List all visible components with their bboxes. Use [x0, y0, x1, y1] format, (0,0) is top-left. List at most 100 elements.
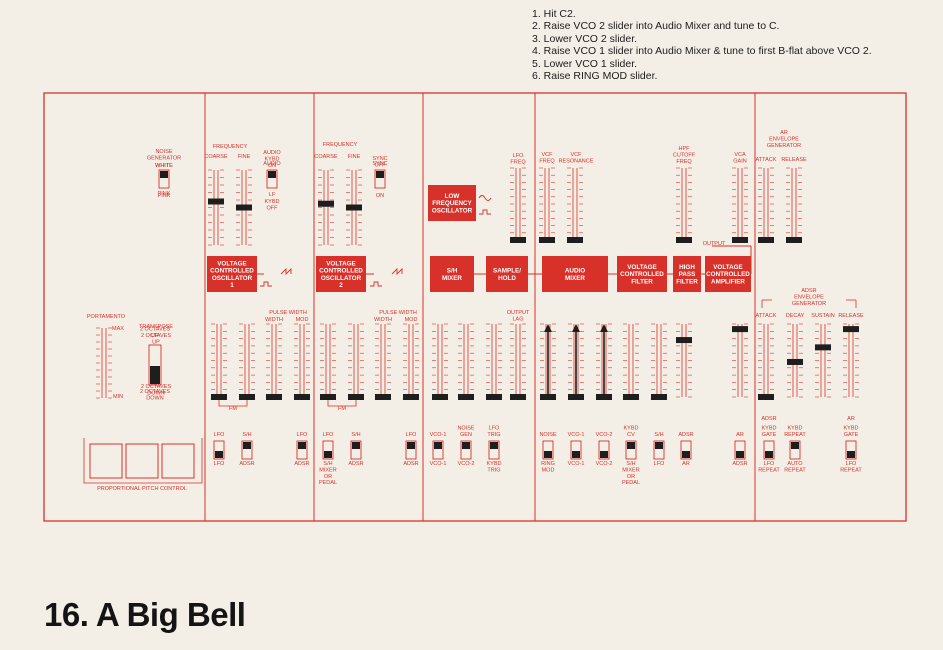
slider-vca-env: [732, 323, 748, 398]
switch-handle: [376, 171, 384, 178]
switch-label-bottom: OR: [627, 474, 635, 480]
switch-body: [296, 440, 308, 460]
slider-vcf-sh: [651, 323, 667, 400]
vca-block: [705, 256, 751, 292]
switch-label-top: LFO: [297, 432, 308, 438]
audio-kybd-label: AUDIO: [263, 150, 281, 156]
switch-label-bottom: AUTO: [787, 461, 803, 467]
switch-vca-env-sel: [734, 440, 746, 460]
switch-sh-b: [460, 440, 472, 460]
switch-label-bottom: LFO: [214, 461, 225, 467]
switch-handle: [462, 442, 470, 449]
switch-body: [241, 440, 253, 460]
slider-knob: [486, 394, 502, 400]
switch-label-bottom: AR: [682, 461, 690, 467]
audio-kybd-label: KYBD: [265, 156, 280, 162]
decay-label: DECAY: [786, 313, 805, 319]
slider-vco2-fine: [346, 169, 362, 246]
switch-label-bottom: LFO: [654, 461, 665, 467]
slider-knob: [510, 394, 526, 400]
white-label: WHITE: [155, 163, 173, 169]
frequency-label: FREQUENCY: [213, 144, 248, 150]
vcf-freq-label: VCF: [542, 152, 554, 158]
square-wave-icon: [260, 281, 272, 287]
switch-body: [734, 440, 746, 460]
step-4: 4. Raise VCO 1 slider into Audio Mixer &…: [532, 45, 872, 58]
switch-vcf-c: [680, 440, 692, 460]
ar-envelope-label: AR: [780, 130, 788, 136]
switch-handle: [847, 451, 855, 458]
fine-label: FINE: [238, 154, 251, 160]
switch-vco1-pw-mod: [296, 440, 308, 460]
adsr-label: ADSR: [761, 416, 776, 422]
ar-label: AR: [847, 416, 855, 422]
raise-arrow-head: [600, 324, 608, 332]
attack-label: ATTACK: [756, 313, 777, 319]
slider-knob: [318, 200, 334, 207]
vcf-freq-label: FREQ: [539, 158, 555, 164]
switch-label-bottom: DOWN: [146, 395, 163, 401]
vco2-block-label: 2: [339, 282, 343, 289]
switch-handle: [268, 171, 276, 178]
square-wave-icon: [479, 209, 491, 215]
switch-handle: [655, 442, 663, 449]
slider-mix-vco1: [568, 323, 584, 400]
switch-mix-b: [570, 440, 582, 460]
switch-label-top: KYBD: [788, 426, 803, 432]
slider-lfo-freq: [510, 167, 526, 243]
fm-label: FM: [229, 406, 237, 412]
vcf-block: [617, 256, 667, 292]
switch-body: [789, 440, 801, 460]
switch-label-top: LFO: [214, 432, 225, 438]
slider-portamento: [96, 327, 112, 399]
raise-arrow-head: [572, 324, 580, 332]
on-label: ON: [376, 193, 384, 199]
switch-vcf-a: [625, 440, 637, 460]
slider-knob: [787, 358, 803, 365]
switch-handle: [765, 451, 773, 458]
switch-label-bottom: TRIG: [487, 467, 500, 473]
switch-label-bottom: VCO-2: [596, 461, 613, 467]
switch-transpose: [148, 344, 162, 386]
slider-knob: [567, 237, 583, 243]
pulse-width-label: PULSE WIDTH: [379, 310, 417, 316]
transpose-label: TRANSPOSE: [139, 324, 173, 330]
kybd-off-label: KYBD: [265, 199, 280, 205]
switch-label-bottom: 2 OCTAVES: [140, 389, 170, 395]
width-label: WIDTH: [265, 317, 283, 323]
slider-knob: [294, 394, 310, 400]
audio-mixer-block-label: MIXER: [565, 275, 585, 282]
ar-envelope-label: GENERATOR: [767, 143, 801, 149]
switch-body: [460, 440, 472, 460]
slider-hpf-cutoff: [676, 167, 692, 243]
slider-vco1-coarse: [208, 169, 224, 246]
switch-label-bottom: S/H: [626, 461, 635, 467]
switch-label-bottom: ADSR: [403, 461, 418, 467]
step-1: 1. Hit C2.: [532, 8, 576, 20]
switch-body: [405, 440, 417, 460]
slider-knob: [651, 394, 667, 400]
pitch-pad-2: [125, 443, 159, 479]
sh-mixer-block: [430, 256, 474, 292]
slider-sh-vco1: [432, 323, 448, 400]
vcf-block-label: VOLTAGE: [627, 264, 657, 271]
slider-knob: [458, 394, 474, 400]
switch-body: [374, 169, 386, 189]
slider-adsr-decay: [787, 323, 803, 398]
switch-label-bottom: PEDAL: [319, 480, 337, 486]
output-lag-label: OUTPUT: [507, 310, 530, 316]
slider-knob: [211, 394, 227, 400]
slider-knob: [815, 344, 831, 351]
switch-handle: [682, 451, 690, 458]
slider-vco1-pw: [266, 323, 282, 400]
switch-vcf-b: [653, 440, 665, 460]
switch-body: [322, 440, 334, 460]
slider-vco2-fm2: [348, 323, 364, 400]
switch-ar-trig: [845, 440, 857, 460]
switch-label-top: VCO-1: [568, 432, 585, 438]
switch-handle: [600, 451, 608, 458]
slider-knob: [208, 198, 224, 205]
switch-handle: [352, 442, 360, 449]
switch-label-top: CV: [627, 432, 635, 438]
mod-label: MOD: [296, 317, 309, 323]
